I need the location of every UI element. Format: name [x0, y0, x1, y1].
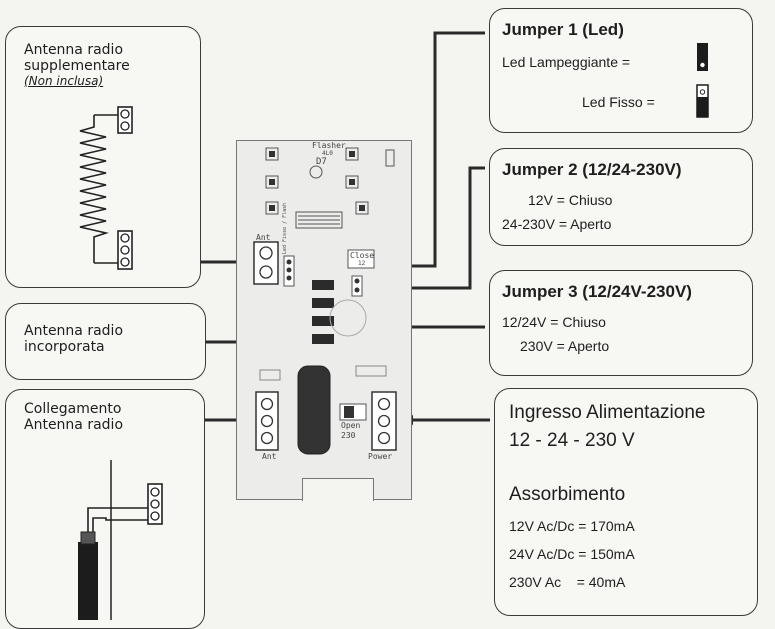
jumper3-title: Jumper 3 (12/24V-230V)	[502, 282, 692, 301]
pcb-version: 4L0	[322, 150, 333, 157]
pcb-open-sub: 230	[341, 431, 356, 440]
ext-antenna-title-line2: supplementare	[24, 58, 130, 74]
pcb-close-sub: 12	[358, 260, 366, 267]
jumper2-row2: 24-230V = Aperto	[502, 216, 612, 232]
power-title-line2: 12 - 24 - 230 V	[509, 430, 635, 451]
ext-antenna-box: Antenna radio supplementare (Non inclusa…	[5, 26, 201, 288]
pcb-components	[253, 147, 397, 455]
pcb-ant-top-label: Ant	[256, 233, 271, 242]
pcb-ant-bottom-label: Ant	[262, 452, 277, 461]
line-jumper2	[379, 166, 485, 293]
pcb-diode-label: D7	[316, 157, 327, 167]
absorption-row-230v: 230V Ac = 40mA	[509, 574, 626, 590]
antenna-connection-line2: Antenna radio	[24, 417, 124, 433]
absorption-row-24v: 24V Ac/Dc = 150mA	[509, 546, 635, 562]
jumper-icons	[696, 43, 709, 118]
pcb-power-label: Power	[368, 452, 393, 461]
jumper3-row1: 12/24V = Chiuso	[502, 314, 606, 330]
builtin-antenna-line1: Antenna radio	[24, 323, 124, 339]
pcb-close-label: Close	[350, 251, 375, 260]
jumper2-box: Jumper 2 (12/24-230V) 12V = Chiuso 24-23…	[489, 148, 753, 246]
power-title-line1: Ingresso Alimentazione	[509, 402, 706, 423]
antenna-connection-box: Collegamento Antenna radio	[5, 389, 205, 629]
jumper2-row1: 12V = Chiuso	[528, 192, 613, 208]
pcb-notch	[302, 478, 374, 501]
jumper1-row1: Led Lampeggiante =	[502, 54, 631, 70]
jumper3-row2: 230V = Aperto	[520, 338, 610, 354]
jumper1-row2: Led Fisso =	[582, 94, 655, 110]
jumper3-box: Jumper 3 (12/24V-230V) 12/24V = Chiuso 2…	[489, 270, 753, 376]
builtin-antenna-box: Antenna radio incorporata	[5, 303, 206, 380]
jumper2-title: Jumper 2 (12/24-230V)	[502, 160, 682, 179]
pcb-open-label: Open	[341, 421, 361, 430]
ext-antenna-note: (Non inclusa)	[24, 74, 104, 88]
jumper1-title: Jumper 1 (Led)	[502, 20, 624, 39]
coax-cable-icon	[78, 460, 163, 620]
power-box: Ingresso Alimentazione 12 - 24 - 230 V A…	[494, 388, 758, 616]
pcb-led-fix-label: Led Fisso / Flash	[282, 202, 288, 254]
antenna-connection-line1: Collegamento	[24, 401, 122, 417]
builtin-antenna-line2: incorporata	[24, 339, 105, 355]
jumper1-box: Jumper 1 (Led) Led Lampeggiante = Led Fi…	[489, 8, 753, 133]
pcb-name: Flasher	[312, 141, 346, 150]
coil-antenna-icon	[79, 106, 133, 270]
ext-antenna-title-line1: Antenna radio	[24, 42, 124, 58]
absorption-row-12v: 12V Ac/Dc = 170mA	[509, 518, 635, 534]
absorption-title: Assorbimento	[509, 484, 626, 505]
